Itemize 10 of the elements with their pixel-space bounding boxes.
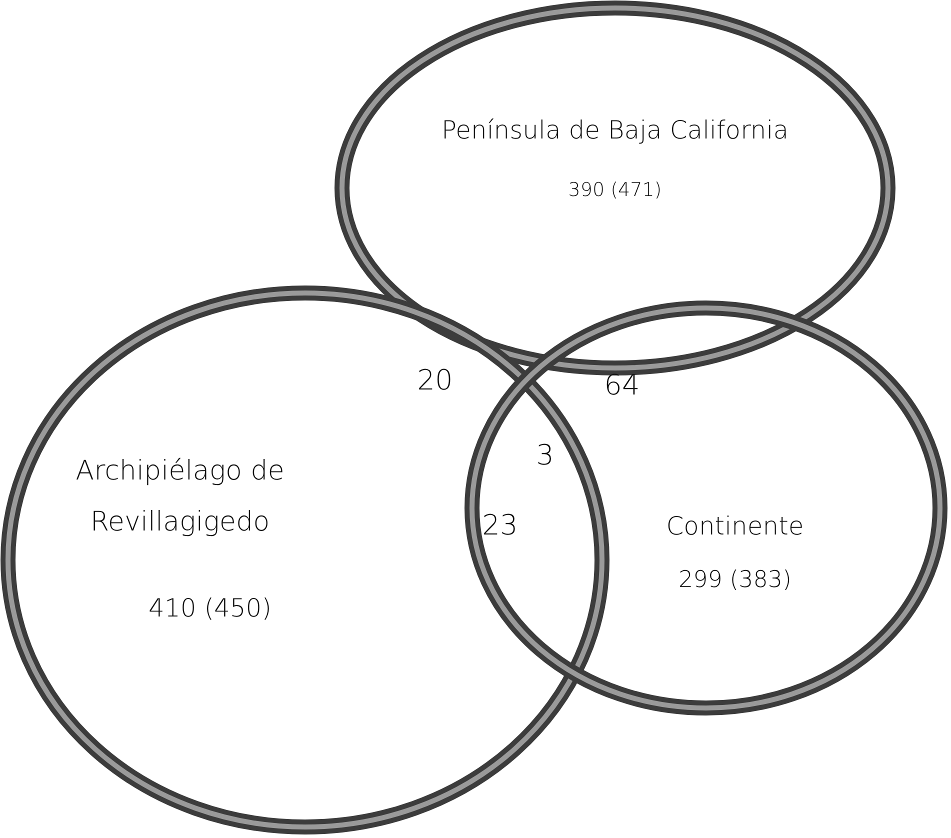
count-label: 410 (450)	[148, 594, 272, 622]
overlap-count: 64	[604, 368, 640, 402]
count-label: 299 (383)	[678, 567, 792, 593]
count-label: 390 (471)	[568, 179, 662, 201]
overlap-count: 3	[536, 438, 554, 472]
set-label: Continente	[666, 512, 804, 540]
set-label: Península de Baja California	[441, 116, 789, 144]
set-label: Archipiélago de Revillagigedo	[74, 454, 286, 540]
overlap-count: 20	[417, 364, 453, 396]
overlap-count: 23	[482, 508, 518, 542]
